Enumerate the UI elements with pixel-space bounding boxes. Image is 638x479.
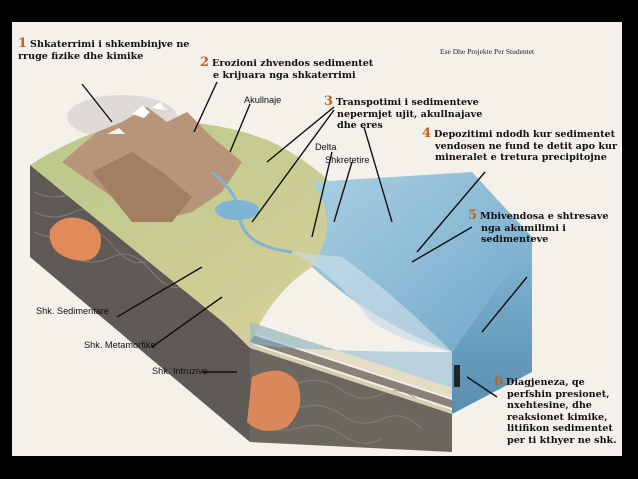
sea-front-face xyxy=(452,237,532,414)
sedimentary-rock-label: Shk. Sedimentare xyxy=(36,306,110,316)
river xyxy=(211,170,293,254)
step-3-number: 3 xyxy=(324,94,334,109)
step-6-number: 6 xyxy=(494,374,504,389)
step-2-number: 2 xyxy=(200,55,210,70)
pointer-lines xyxy=(81,81,528,398)
coast-label: Shkretetire xyxy=(325,155,370,165)
intrusive-blob-front xyxy=(247,370,301,431)
step-5-number: 5 xyxy=(468,208,478,223)
delta-label: Delta xyxy=(315,142,337,152)
core-sample xyxy=(454,365,460,387)
rock-cycle-illustration xyxy=(30,81,532,452)
metamorphic-rock-label: Shk. Metamorfike xyxy=(84,340,156,350)
block-front-face xyxy=(250,344,452,452)
sedimentary-layers xyxy=(132,218,452,414)
delta-fan xyxy=(292,252,452,352)
glacier-label: Akullnaje xyxy=(244,95,282,105)
mountains xyxy=(62,102,242,222)
step-4-number: 4 xyxy=(422,126,432,141)
intrusive-blob-left xyxy=(49,217,101,261)
sea-front-overlay xyxy=(250,322,452,388)
intrusive-rock-label: Shk. Intruzive xyxy=(152,366,208,376)
lake xyxy=(215,200,259,220)
step-1-number: 1 xyxy=(18,36,28,51)
watermark: Ese Dhe Projekte Per Studentet xyxy=(440,47,535,56)
